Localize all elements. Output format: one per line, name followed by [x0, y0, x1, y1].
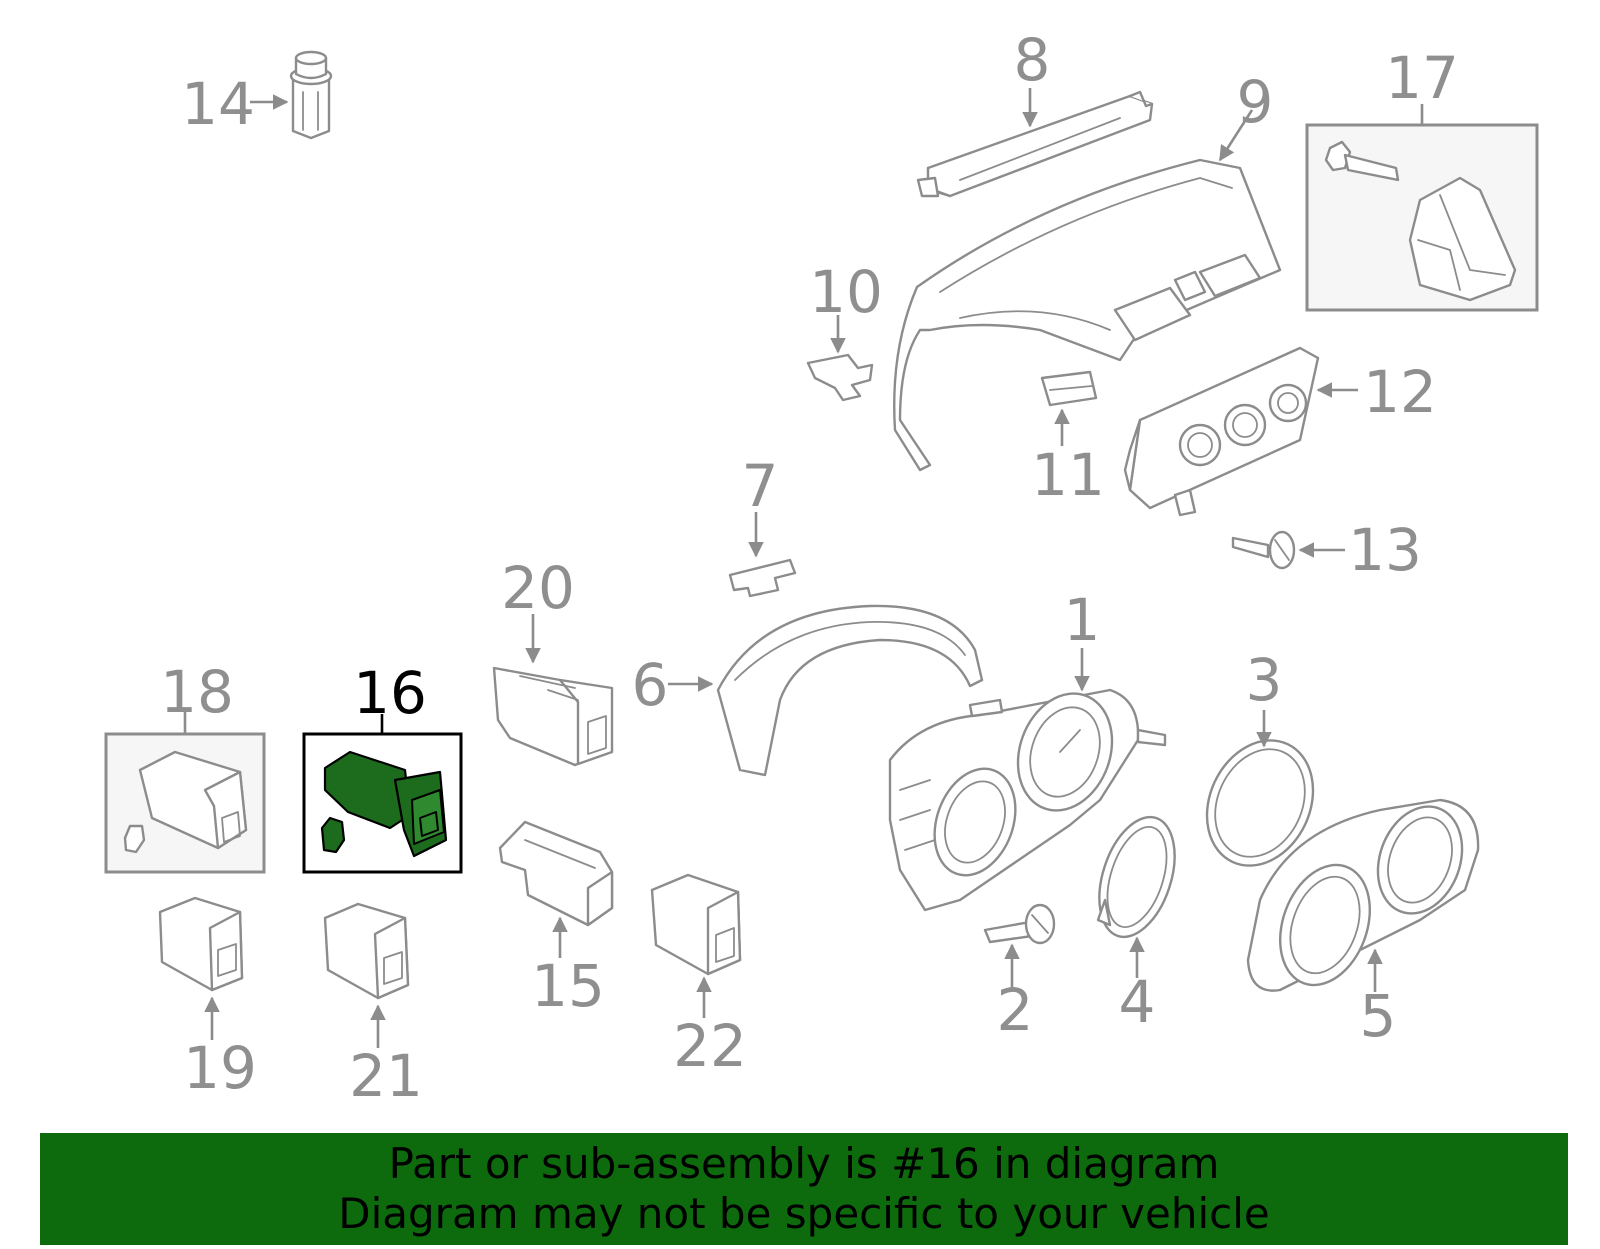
part-15-connector[interactable]: [498, 820, 614, 927]
callout-14: 14: [181, 70, 255, 138]
part-20-switch[interactable]: [492, 666, 614, 767]
part-1-instrument-cluster[interactable]: [888, 680, 1167, 912]
part-14-clip[interactable]: [289, 50, 333, 140]
part-11-clip[interactable]: [1040, 370, 1098, 407]
part-4-lens[interactable]: [1086, 808, 1189, 947]
part-10-clip[interactable]: [806, 353, 874, 402]
callout-20: 20: [501, 554, 575, 622]
callout-8: 8: [1014, 26, 1051, 94]
callout-9: 9: [1237, 68, 1274, 136]
callout-11: 11: [1031, 441, 1105, 509]
part-19-switch[interactable]: [158, 896, 244, 992]
part-17-bracket[interactable]: [1324, 140, 1517, 302]
part-13-screw[interactable]: [1231, 530, 1296, 570]
callout-7: 7: [742, 452, 779, 520]
banner-line-disclaimer: Diagram may not be specific to your vehi…: [338, 1189, 1270, 1238]
callout-3: 3: [1246, 646, 1283, 714]
part-8-strip[interactable]: [916, 90, 1154, 198]
callout-4: 4: [1119, 968, 1156, 1036]
info-banner: Part or sub-assembly is #16 in diagram D…: [40, 1133, 1568, 1245]
part-9-panel[interactable]: [893, 158, 1282, 472]
callout-2: 2: [997, 976, 1034, 1044]
callout-10: 10: [809, 258, 883, 326]
part-12-climate-control[interactable]: [1123, 346, 1320, 517]
callout-15: 15: [531, 952, 605, 1020]
banner-line-part: Part or sub-assembly is #16 in diagram: [388, 1139, 1220, 1188]
part-2-screw[interactable]: [983, 903, 1056, 945]
leader-9: [1218, 109, 1254, 162]
part-5-mask[interactable]: [1246, 795, 1480, 998]
callout-22: 22: [673, 1012, 747, 1080]
part-3-lens[interactable]: [1187, 723, 1333, 883]
callout-19: 19: [183, 1034, 257, 1102]
callout-18: 18: [160, 658, 234, 726]
part-7-clip[interactable]: [728, 558, 797, 598]
callout-1: 1: [1064, 586, 1101, 654]
part-22-switch[interactable]: [650, 873, 742, 976]
part-21-switch[interactable]: [323, 902, 410, 1000]
part-18-switch[interactable]: [123, 750, 248, 854]
callout-6: 6: [632, 651, 669, 719]
part-16-switch[interactable]: [320, 750, 448, 858]
callout-5: 5: [1360, 982, 1397, 1050]
callout-12: 12: [1363, 358, 1437, 426]
part-6-hood[interactable]: [716, 604, 984, 777]
callout-17: 17: [1385, 44, 1459, 112]
callout-16: 16: [353, 659, 427, 727]
callout-13: 13: [1348, 516, 1422, 584]
callout-21: 21: [349, 1042, 423, 1110]
